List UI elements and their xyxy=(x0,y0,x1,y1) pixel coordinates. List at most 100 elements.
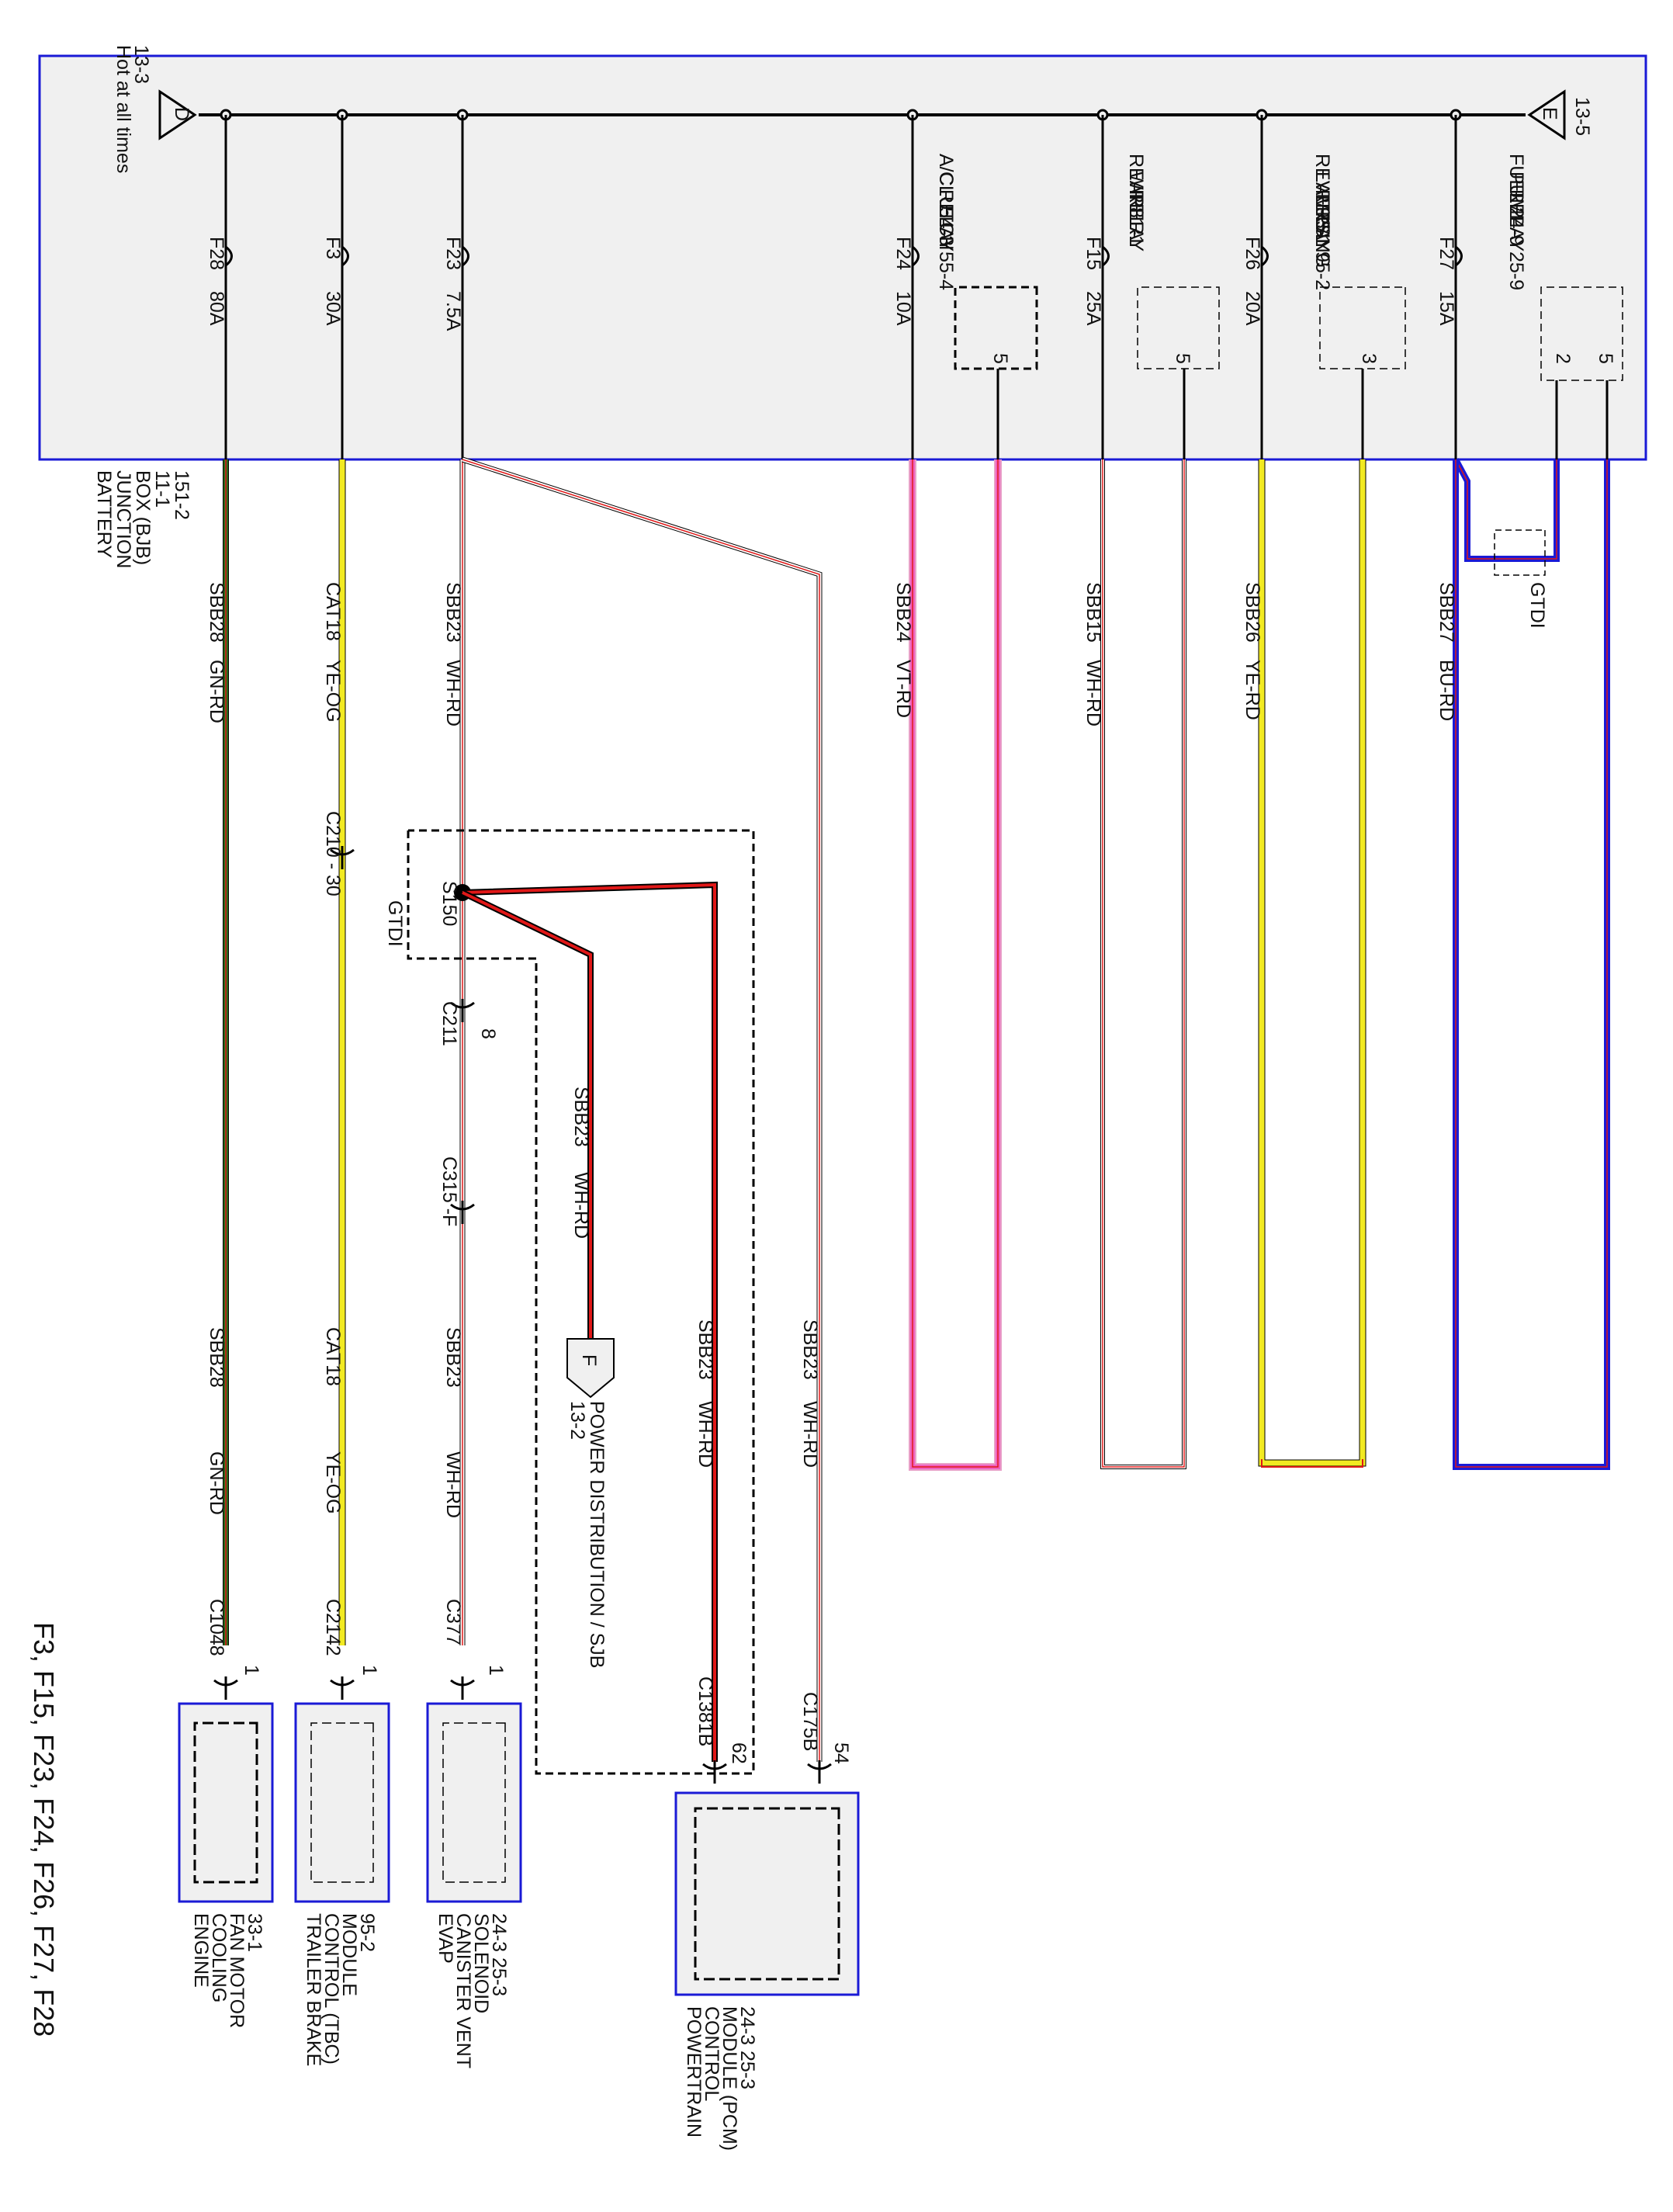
svg-text:151-2: 151-2 xyxy=(171,470,192,520)
fuse-f15-icon xyxy=(1102,245,1110,267)
trailer-brake-control-module-label: TRAILER BRAKE CONTROL (TBC) MODULE 95-2 xyxy=(303,1913,378,2066)
svg-text:CANISTER VENT: CANISTER VENT xyxy=(452,1913,474,2068)
wire-cat18-lower-color: YE-OG xyxy=(322,1451,344,1514)
connector-c377-label: C377 xyxy=(442,1599,464,1645)
svg-text:MODULE: MODULE xyxy=(338,1913,360,1996)
fuse-f23-icon xyxy=(462,245,469,267)
wire-sbb23-branch-c175b xyxy=(461,456,823,1762)
powertrain-control-module xyxy=(674,1791,860,1996)
gtdi-region-label: GTDI xyxy=(384,900,406,947)
fuel-pump-relay-pin-2: 2 xyxy=(1552,353,1574,364)
fuse-f3-icon xyxy=(341,245,349,267)
wire-c1381b-circuit: SBB23 xyxy=(694,1319,716,1380)
ac-clutch-relay-label: A/C CLUTCH RELAY 54-3 55-4 xyxy=(935,154,957,290)
bus-end-letter: E xyxy=(1539,107,1560,120)
fuse-f24-icon xyxy=(912,245,920,267)
offpage-label: POWER DISTRIBUTION / SJB xyxy=(586,1401,608,1668)
wire-sbb27 xyxy=(1453,458,1610,1470)
svg-text:RELAY: RELAY xyxy=(1125,189,1147,251)
connector-c2142-icon xyxy=(330,1676,355,1700)
ac-clutch-relay-pin: 5 xyxy=(989,353,1011,364)
offpage-letter: F xyxy=(578,1354,600,1366)
connector-c1048-icon xyxy=(213,1676,238,1700)
fuse-f26-icon xyxy=(1261,245,1269,267)
svg-text:ENGINE: ENGINE xyxy=(190,1913,212,1988)
svg-text:POWERTRAIN: POWERTRAIN xyxy=(683,2006,705,2137)
wire-cat18-circuit: CAT18 xyxy=(322,582,344,641)
reversing-lamps-relay-label: REVERSING LAMPS RELAY 93-1 95-2 xyxy=(1311,154,1333,290)
wire-sbb26 xyxy=(1258,459,1366,1468)
wire-c175b-color: WH-RD xyxy=(799,1401,821,1468)
fuel-pump-relay-label: FUEL PUMP RELAY 24-9 25-9 xyxy=(1505,154,1527,290)
wire-cat18-lower-circuit: CAT18 xyxy=(322,1327,344,1386)
connector-c210-icon xyxy=(330,846,355,869)
offpage-ref: 13-2 xyxy=(566,1401,588,1440)
svg-text:95-2: 95-2 xyxy=(356,1913,378,1952)
svg-text:81-1: 81-1 xyxy=(1125,207,1147,246)
offpage-connector-f xyxy=(566,1338,615,1399)
svg-text:24-9 25-9: 24-9 25-9 xyxy=(1505,207,1527,290)
bjb-name-label: BATTERY JUNCTION BOX (BJB) 11-1 151-2 xyxy=(93,470,192,568)
gtdi-fuel-option xyxy=(1494,529,1546,576)
svg-text:FUEL: FUEL xyxy=(1505,154,1527,203)
svg-text:CLUTCH: CLUTCH xyxy=(935,172,957,250)
svg-text:CONTROL: CONTROL xyxy=(701,2006,722,2101)
fuse-f27-amps: 15A xyxy=(1436,291,1457,326)
svg-text:CONTROL (TBC): CONTROL (TBC) xyxy=(320,1913,342,2065)
wire-sbb15-color: WH-RD xyxy=(1082,660,1104,726)
wire-sbb26-color: YE-RD xyxy=(1242,660,1263,720)
svg-text:WIPER: WIPER xyxy=(1125,172,1147,235)
hot-at-all-times-label: Hot at all times xyxy=(113,45,134,173)
battery-junction-box xyxy=(38,54,1647,461)
rear-wiper-relay-pin: 5 xyxy=(1172,353,1193,364)
svg-text:SOLENOID: SOLENOID xyxy=(470,1913,492,2013)
wire-c175b-circuit: SBB23 xyxy=(799,1319,821,1380)
svg-text:RELAY: RELAY xyxy=(1311,189,1333,251)
connector-c211-label: C211 xyxy=(438,1001,460,1046)
fuse-f23-amps: 7.5A xyxy=(442,291,464,331)
wire-sbb23-lower-color: WH-RD xyxy=(442,1451,464,1518)
wire-sbb28-lower-circuit: SBB28 xyxy=(206,1327,227,1388)
connector-c1048-label: C1048 xyxy=(206,1599,227,1656)
connector-c175b-label: C175B xyxy=(799,1692,821,1751)
bus-start-letter: D xyxy=(171,107,192,121)
trailer-brake-control-module xyxy=(294,1702,390,1903)
connector-c175b-icon xyxy=(807,1760,832,1784)
fuse-f24-label: F24 xyxy=(892,237,914,270)
svg-text:REAR: REAR xyxy=(1125,154,1147,207)
wire-sbb26-circuit: SBB26 xyxy=(1242,582,1263,643)
rear-wiper-relay-label: REAR WIPER RELAY 81-1 xyxy=(1125,154,1147,251)
wire-cat18-color: YE-OG xyxy=(322,660,344,723)
svg-text:54-3 55-4: 54-3 55-4 xyxy=(935,207,957,290)
fuse-f28-amps: 80A xyxy=(206,291,227,326)
svg-text:PUMP: PUMP xyxy=(1505,172,1527,227)
wire-sbb23-branch-c1381b xyxy=(462,881,718,1762)
fuse-f26-label: F26 xyxy=(1242,237,1263,270)
svg-text:24-3 25-3: 24-3 25-3 xyxy=(736,2006,758,2089)
fuel-pump-relay-pin-5: 5 xyxy=(1595,353,1616,364)
bus-end-connector xyxy=(1527,89,1566,140)
fuse-f15-label: F15 xyxy=(1082,237,1104,270)
connector-c1381b-label: C1381B xyxy=(694,1676,716,1746)
fuse-f26-amps: 20A xyxy=(1242,291,1263,326)
svg-text:LAMPS: LAMPS xyxy=(1311,172,1333,237)
connector-c211-pin: 8 xyxy=(477,1028,499,1039)
svg-text:RELAY: RELAY xyxy=(935,189,957,251)
fuse-f3-label: F3 xyxy=(322,237,344,259)
connector-c377-pin: 1 xyxy=(485,1665,507,1676)
wire-sbb27-color: BU-RD xyxy=(1436,660,1457,721)
wire-c1381b-color: WH-RD xyxy=(694,1401,716,1468)
connector-c315-icon xyxy=(450,1201,475,1224)
reversing-lamps-relay-pin: 3 xyxy=(1358,353,1380,364)
svg-text:FAN MOTOR: FAN MOTOR xyxy=(226,1913,248,2028)
bus-end-ref: 13-5 xyxy=(1571,97,1593,136)
engine-cooling-fan-motor-label: ENGINE COOLING FAN MOTOR 33-1 xyxy=(190,1913,265,2028)
wire-sbb23-color: WH-RD xyxy=(442,660,464,726)
svg-text:BATTERY: BATTERY xyxy=(93,470,115,558)
connector-c377-icon xyxy=(450,1676,475,1700)
fuse-f24-amps: 10A xyxy=(892,291,914,326)
svg-text:TRAILER BRAKE: TRAILER BRAKE xyxy=(303,1913,324,2066)
hot-ref-label: 13-3 xyxy=(130,45,152,84)
